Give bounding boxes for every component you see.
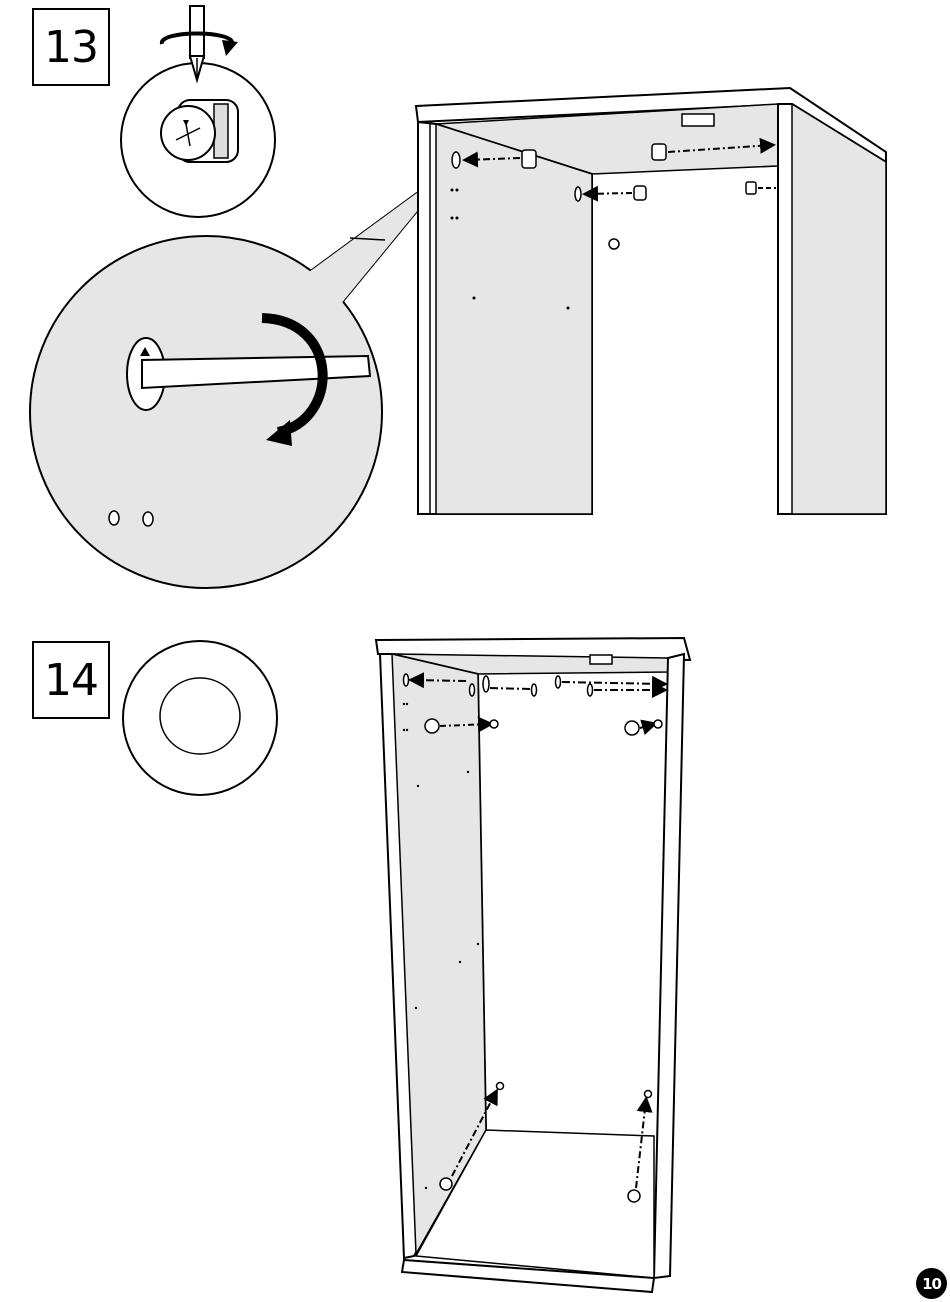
cabinet-step-13 [416, 88, 886, 514]
cabinet-step-14 [376, 638, 690, 1292]
cover-cap-detail-circle [123, 641, 277, 795]
page-number-badge: 10 [916, 1268, 947, 1299]
cam-lock-detail-circle [121, 63, 275, 217]
cover-cap-icon [160, 678, 240, 754]
screwing-detail-circle [30, 165, 455, 588]
